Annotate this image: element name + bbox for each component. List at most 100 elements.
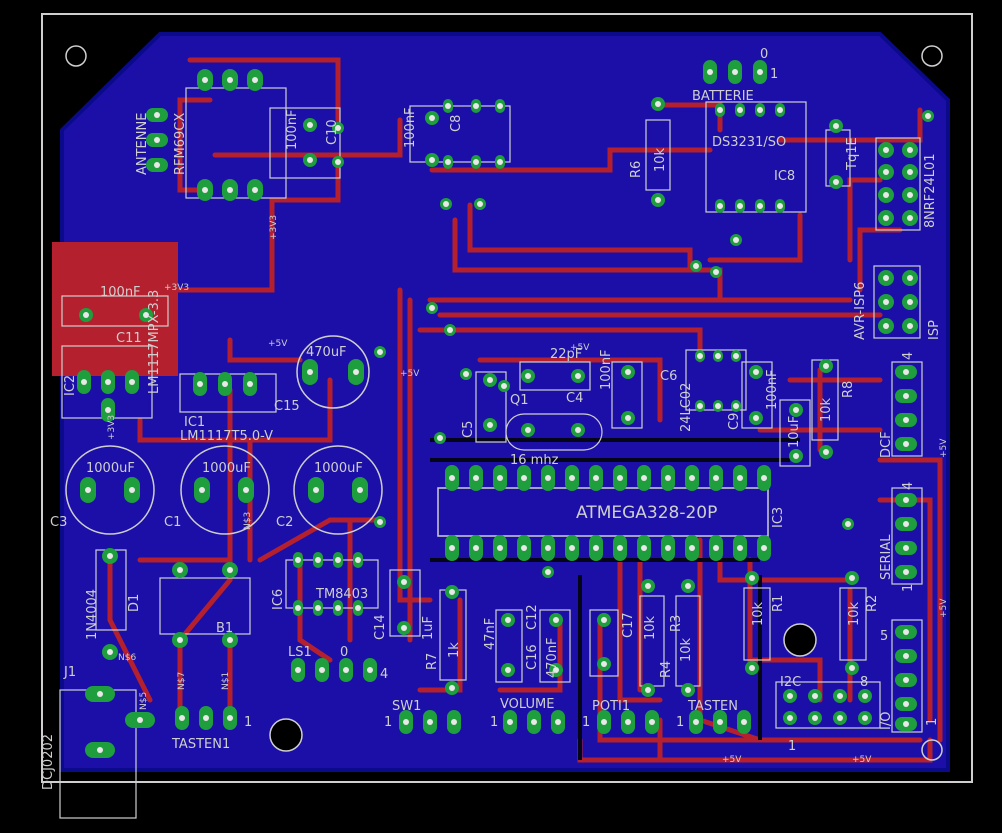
drill xyxy=(129,379,135,385)
drill xyxy=(693,263,699,269)
drill xyxy=(645,687,651,693)
drill xyxy=(907,147,913,153)
drill xyxy=(377,349,383,355)
lbl-c1: C1 xyxy=(164,515,181,530)
lbl-c15: C15 xyxy=(274,399,300,414)
drill xyxy=(601,719,607,725)
drill xyxy=(143,312,149,318)
drill xyxy=(525,373,531,379)
drill xyxy=(907,275,913,281)
lbl-atmega: ATMEGA328-20P xyxy=(576,503,717,523)
drill xyxy=(355,605,361,611)
lbl-r2: R2 xyxy=(865,595,880,612)
drill xyxy=(81,379,87,385)
lbl-antenne: ANTENNE xyxy=(135,113,150,175)
drill xyxy=(883,192,889,198)
lbl-tasten1: TASTEN1 xyxy=(171,737,230,752)
drill xyxy=(367,667,373,673)
drill xyxy=(197,381,203,387)
drill xyxy=(883,215,889,221)
drill xyxy=(377,519,383,525)
lbl-c2v: 1000uF xyxy=(314,461,363,476)
drill xyxy=(199,487,205,493)
lbl-c12: C12 xyxy=(525,604,540,630)
lbl-p3v3-a: +3V3 xyxy=(269,215,279,240)
lbl-ds3231: DS3231/SO xyxy=(712,135,786,150)
lbl-r6: R6 xyxy=(629,161,644,178)
drill xyxy=(833,123,839,129)
drill xyxy=(833,179,839,185)
lbl-r2v: 10k xyxy=(847,601,862,626)
drill xyxy=(477,201,483,207)
drill xyxy=(252,187,258,193)
lbl-dcj: DCJ0202 xyxy=(41,734,56,790)
drill xyxy=(737,107,743,113)
drill xyxy=(777,107,783,113)
lbl-n6: N$6 xyxy=(118,653,136,663)
drill xyxy=(315,557,321,563)
drill xyxy=(319,667,325,673)
drill xyxy=(849,665,855,671)
board-outline xyxy=(41,13,973,783)
drill xyxy=(97,691,103,697)
drill xyxy=(355,557,361,563)
drill xyxy=(733,237,739,243)
drill xyxy=(427,719,433,725)
drill xyxy=(353,369,359,375)
lbl-c4: C4 xyxy=(566,391,583,406)
lbl-batt1: 1 xyxy=(770,67,778,82)
drill xyxy=(625,719,631,725)
drill xyxy=(837,715,843,721)
lbl-io1: 1 xyxy=(925,718,940,726)
drill xyxy=(862,693,868,699)
lbl-tfl: 24LC02 xyxy=(679,383,694,432)
drill xyxy=(227,715,233,721)
drill xyxy=(757,203,763,209)
drill xyxy=(505,617,511,623)
lbl-vol1: 1 xyxy=(490,715,498,730)
drill xyxy=(179,715,185,721)
lbl-n3: N$3 xyxy=(243,512,253,530)
drill xyxy=(401,625,407,631)
drill xyxy=(903,545,909,551)
lbl-p5v-f: +5V xyxy=(939,598,949,618)
drill xyxy=(429,115,435,121)
drill xyxy=(641,475,647,481)
drill xyxy=(569,475,575,481)
lbl-tasten1b: 1 xyxy=(676,715,684,730)
lbl-c11v: 100nF xyxy=(100,285,141,300)
drill xyxy=(715,403,721,409)
drill xyxy=(823,363,829,369)
drill xyxy=(107,553,113,559)
drill xyxy=(521,545,527,551)
drill xyxy=(733,353,739,359)
drill xyxy=(307,369,313,375)
drill xyxy=(202,187,208,193)
drill xyxy=(693,719,699,725)
drill xyxy=(447,327,453,333)
drill xyxy=(741,719,747,725)
lbl-c2: C2 xyxy=(276,515,293,530)
lbl-c8: C8 xyxy=(449,115,464,132)
lbl-q1: Q1 xyxy=(510,393,529,408)
lbl-volume: VOLUME xyxy=(500,697,554,712)
lbl-j1: J1 xyxy=(63,665,76,680)
lbl-tqle: Tq1E xyxy=(845,137,860,171)
drill xyxy=(761,545,767,551)
drill xyxy=(697,353,703,359)
drill xyxy=(295,557,301,563)
drill xyxy=(903,701,909,707)
lbl-serial4: 4 xyxy=(901,482,916,490)
drill xyxy=(105,379,111,385)
lbl-c9: C9 xyxy=(727,413,742,430)
drill xyxy=(449,685,455,691)
lbl-c17: C17 xyxy=(621,612,636,638)
drill xyxy=(697,403,703,409)
lbl-22pf: 22pF xyxy=(550,347,582,362)
drill xyxy=(437,435,443,441)
lbl-c16: C16 xyxy=(525,644,540,670)
drill xyxy=(837,693,843,699)
drill xyxy=(105,407,111,413)
drill xyxy=(445,159,451,165)
drill xyxy=(707,69,713,75)
